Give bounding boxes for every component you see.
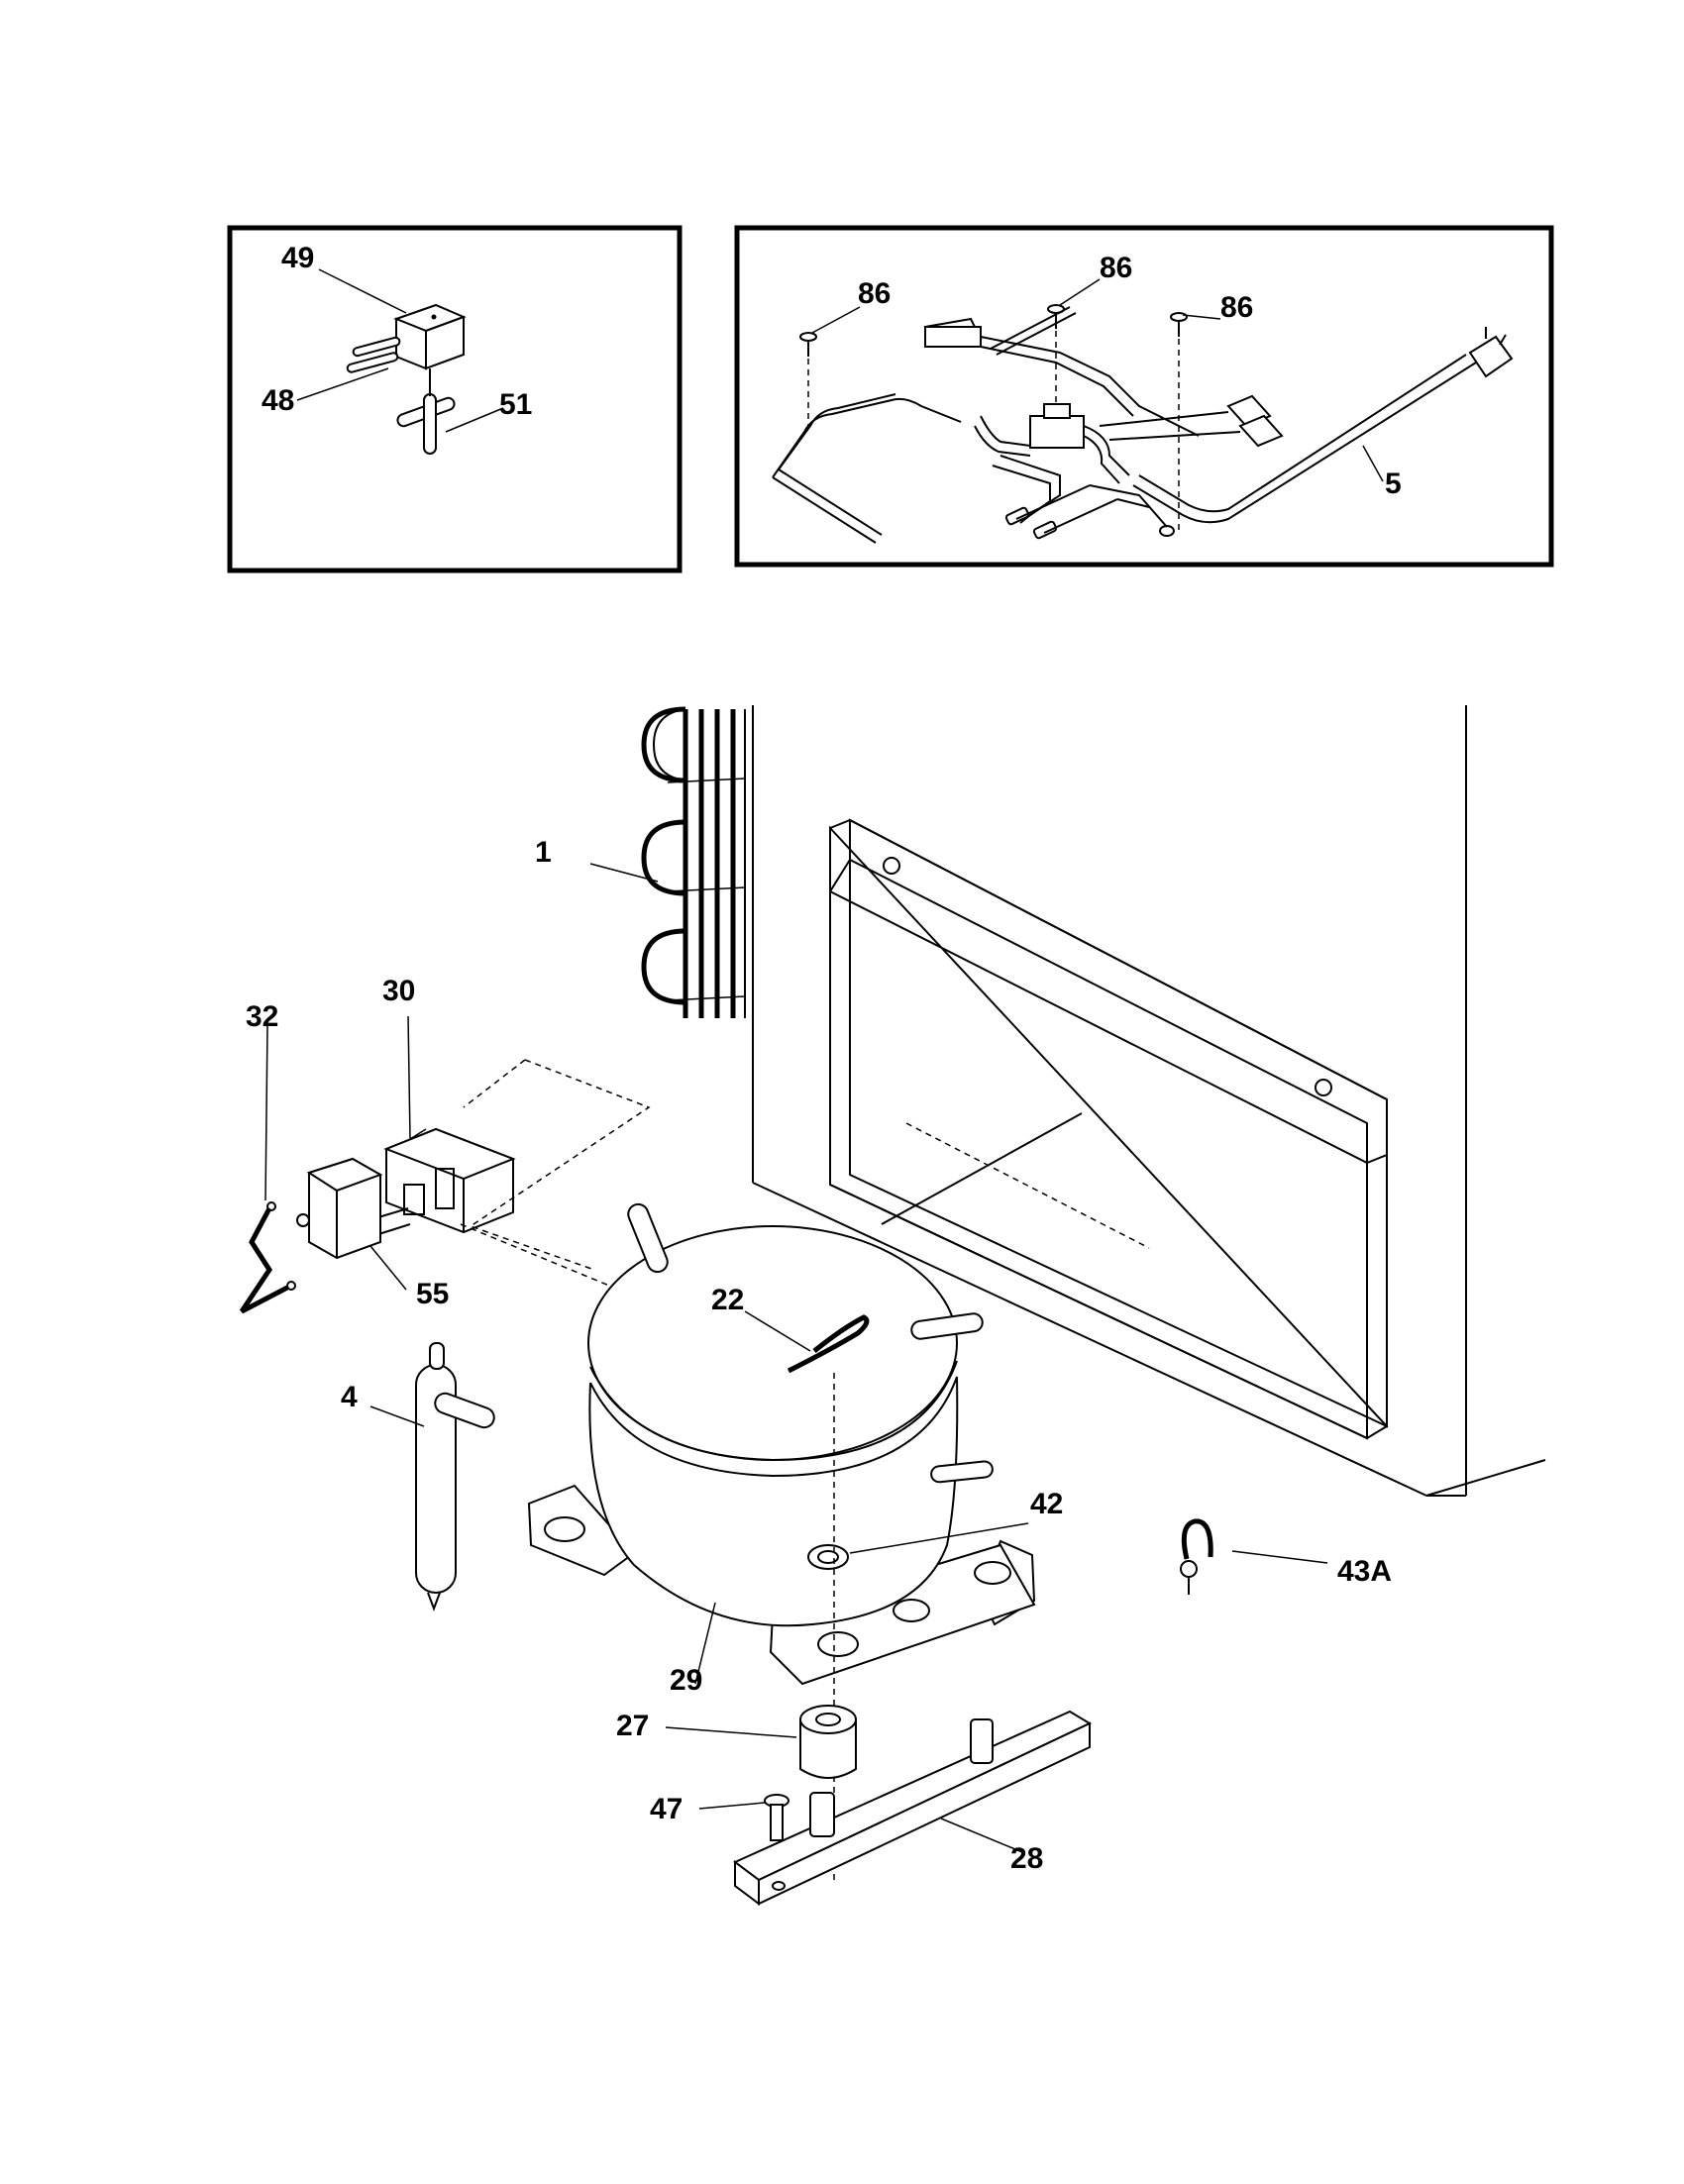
callout-29: 29 [670,1664,703,1697]
screw-middle [1047,304,1065,432]
callout-30: 30 [382,975,416,1007]
power-plug [1468,327,1514,378]
harness-terminals [1004,484,1175,540]
inset-harness-box [734,225,1554,568]
callout-1: 1 [535,836,552,869]
harness-junction [1029,403,1085,449]
bolt [764,1794,789,1841]
callout-27: 27 [616,1710,650,1742]
relay-assembly [368,1127,516,1237]
callout-51: 51 [499,388,533,421]
harness-connector [923,317,983,349]
callout-5: 5 [1385,468,1402,500]
callout-86-left: 86 [858,277,892,310]
mounting-bracket [733,1710,1093,1906]
filter-drier [415,1342,495,1612]
condenser-coil [641,706,746,1018]
overload-protector [296,1157,383,1260]
callout-43a: 43A [1337,1555,1393,1588]
valve-body [346,303,467,455]
harness-right-connectors [1226,394,1284,448]
callout-22: 22 [711,1284,745,1316]
compressor [527,1202,1036,1686]
grommet [799,1705,857,1779]
callout-32: 32 [246,1000,279,1033]
tube-clamp [1180,1518,1213,1595]
callout-47: 47 [650,1793,684,1825]
callout-86-right: 86 [1220,291,1254,324]
callout-55: 55 [416,1278,450,1310]
compartment-panel [829,818,1389,1440]
cabinet-outline [752,705,1546,1497]
callout-4: 4 [341,1381,358,1413]
callout-86-middle: 86 [1100,252,1133,284]
callout-49: 49 [281,242,315,274]
callout-28: 28 [1010,1842,1044,1875]
callout-48: 48 [262,384,295,417]
inset-valve-box [227,225,683,573]
screw-left [799,332,817,426]
callout-42: 42 [1030,1488,1064,1520]
